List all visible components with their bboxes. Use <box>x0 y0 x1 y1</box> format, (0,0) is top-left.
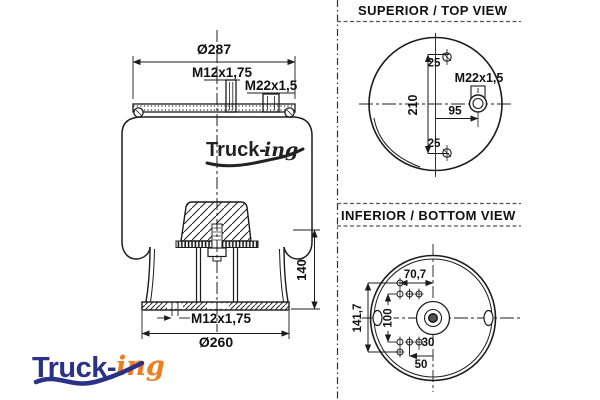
dim-210-label: 210 <box>406 95 420 116</box>
piston-skirt-right-inner <box>279 248 284 303</box>
dim-141-7 <box>364 282 398 353</box>
dim-260 <box>141 311 290 339</box>
dim-25-bottom-label: 25 <box>428 138 441 150</box>
dim-50 <box>409 345 433 360</box>
brand-logo: Truck- ing <box>32 351 165 386</box>
slot-left <box>372 309 383 327</box>
bottom-hole <box>171 302 179 316</box>
piston-skirt-right <box>283 246 289 303</box>
slot-right <box>483 309 494 327</box>
dim-141-7-label: 141,7 <box>352 304 364 333</box>
dim-210 <box>424 54 449 154</box>
piston-skirt-left <box>145 246 151 303</box>
logo-swoosh <box>33 360 145 386</box>
piston-skirt-left-inner <box>150 248 155 303</box>
dim-70-7-label: 70,7 <box>404 269 426 281</box>
top-view-title: SUPERIOR / TOP VIEW <box>358 3 508 18</box>
bottom-view-title: INFERIOR / BOTTOM VIEW <box>341 208 516 223</box>
piston-bumper <box>180 201 252 242</box>
port-label: M22x1,5 <box>245 78 298 93</box>
dim-95-label: 95 <box>448 104 462 118</box>
top-view-bolt-top <box>442 49 452 65</box>
top-view-bolt-bottom <box>442 145 452 161</box>
bottom-hole-label: M12x1,75 <box>191 311 252 326</box>
watermark-part1: Truck- <box>206 139 266 161</box>
watermark: Truck- ing <box>205 139 305 168</box>
dim-100-label: 100 <box>383 308 395 327</box>
dim-140 <box>291 229 320 310</box>
top-view-port <box>468 85 488 113</box>
dim-140-label: 140 <box>294 259 309 281</box>
top-stud-label: M12x1,75 <box>192 65 253 80</box>
piston-column <box>195 247 239 302</box>
dim-100 <box>382 293 397 343</box>
watermark-swoosh <box>205 147 305 168</box>
top-plate <box>132 103 296 113</box>
top-view-panel: SUPERIOR / TOP VIEW <box>358 3 513 177</box>
dim-260-label: Ø260 <box>199 334 233 350</box>
dim-50-label: 50 <box>415 359 428 371</box>
dim-30-label: 30 <box>422 337 435 349</box>
logo-part2: ing <box>116 351 165 382</box>
top-view-inner-rim <box>373 117 421 168</box>
dim-287-label: Ø287 <box>197 41 231 57</box>
dim-25-top-label: 25 <box>428 58 441 70</box>
bottom-view-panel: INFERIOR / BOTTOM VIEW <box>341 208 522 392</box>
side-view: Ø287 M12x1,75 M22x1,5 140 M12x1,75 Ø260 … <box>32 30 320 386</box>
bottom-view-hub <box>415 300 451 336</box>
top-view-port-label: M22x1,5 <box>455 71 504 85</box>
